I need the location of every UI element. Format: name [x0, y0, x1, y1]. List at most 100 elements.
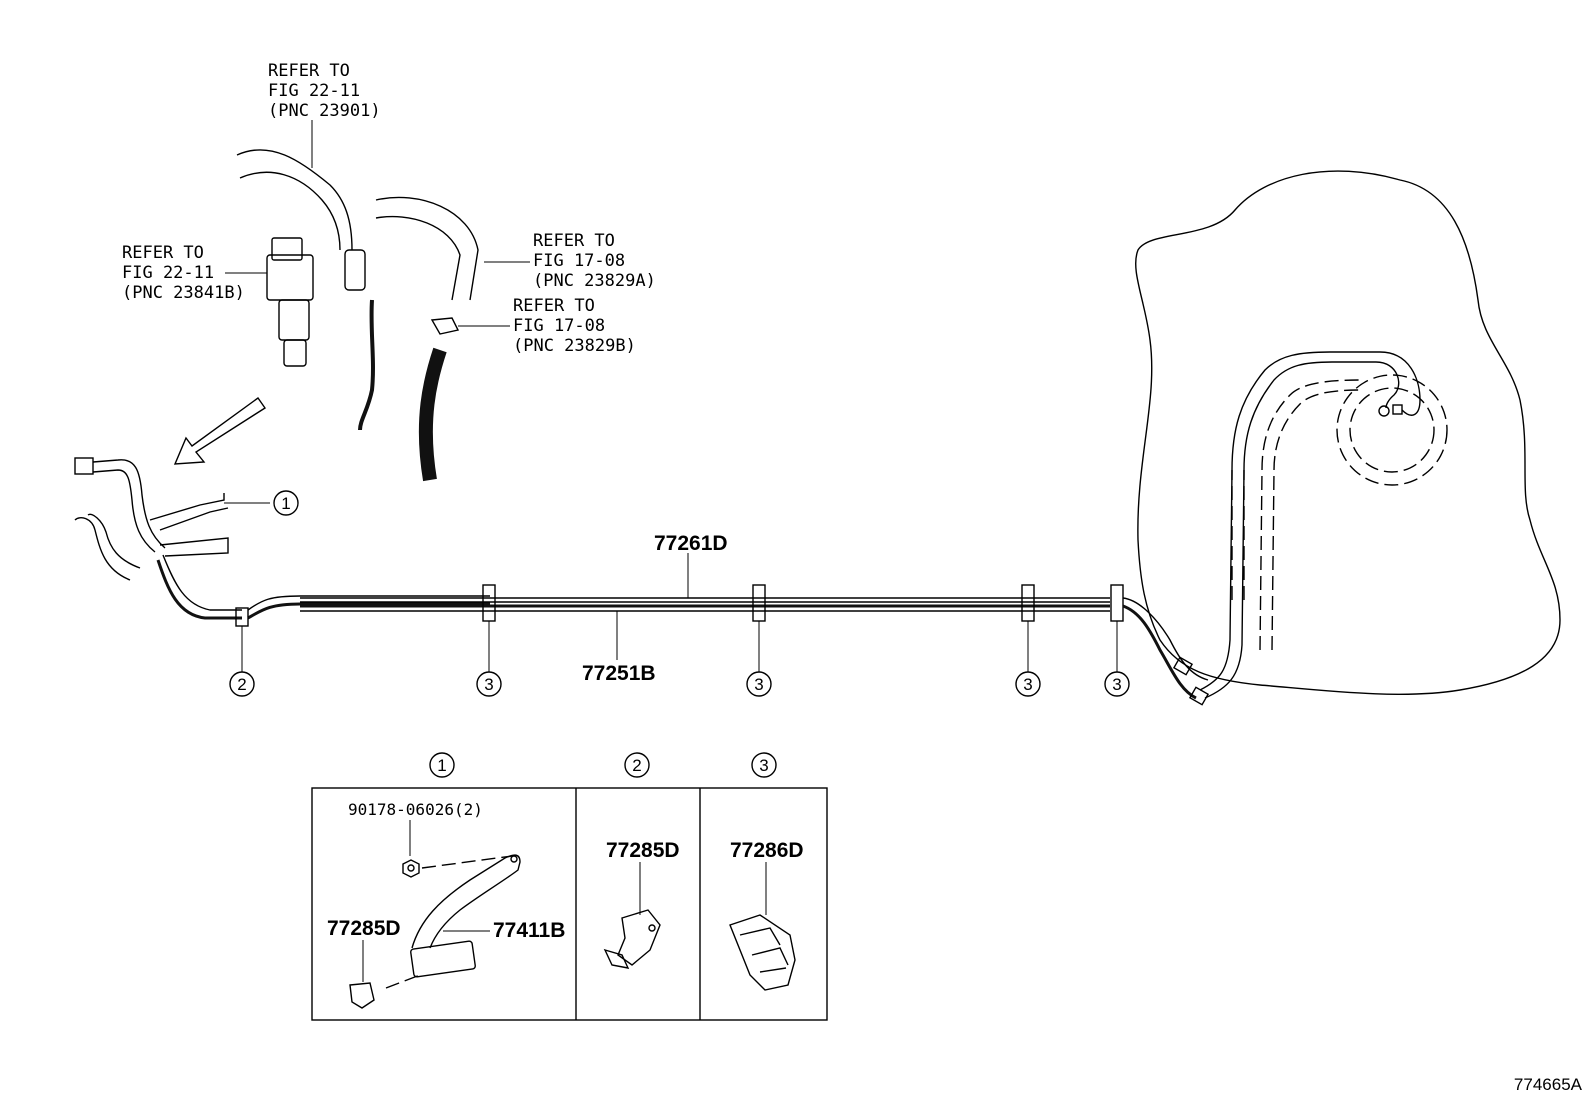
bracket-arm: [411, 854, 521, 949]
ref1-line1: REFER TO: [268, 61, 350, 81]
ref3-line2: FIG 17-08: [533, 251, 625, 271]
callout-1-main: 1: [273, 490, 299, 516]
part-number-77286d: 77286D: [730, 839, 804, 862]
connector-body: [266, 254, 314, 301]
direction-arrow: [173, 397, 266, 465]
tank-line-to-pump-1: [1330, 351, 1421, 416]
tank-connector-2: [1188, 686, 1210, 706]
ref2-line3: (PNC 23841B): [122, 283, 245, 303]
bolt-icon: [402, 859, 420, 878]
detail-panel: 1 2 3 90178-06026(2) 77285D 77411B 7: [311, 752, 828, 1021]
ref4-line3: (PNC 23829B): [513, 336, 636, 356]
fuel-tank: [1122, 170, 1561, 706]
callout-circle: [273, 490, 299, 516]
clamp-3c: [1021, 584, 1035, 622]
upper-hoses: [236, 149, 479, 482]
tank-line-1a: [1199, 351, 1331, 691]
clamp-icon-box2: [603, 909, 661, 969]
callout-circle: [751, 752, 777, 778]
ref-label-pnc-23829a: REFER TO FIG 17-08 (PNC 23829A): [484, 231, 656, 291]
pipe-a-bottom: [92, 469, 156, 553]
callout-number: 3: [1023, 675, 1032, 694]
bolt-center: [407, 864, 415, 872]
pump-fitting-2: [1392, 404, 1403, 415]
clamp-icon-box3: [729, 914, 796, 991]
hose-a-connector: [344, 249, 366, 291]
callout-number: 1: [281, 494, 290, 513]
connector-head: [271, 237, 303, 261]
callout-circle: [429, 752, 455, 778]
ref-label-pnc-23829b: REFER TO FIG 17-08 (PNC 23829B): [458, 296, 636, 356]
clamp-3d: [1110, 584, 1124, 622]
part-number-77285d-box1: 77285D: [327, 917, 401, 940]
detail-callout-2: 2: [624, 752, 650, 778]
bolt-part-number: 90178-06026(2): [348, 800, 483, 819]
clamp2-body: [617, 909, 661, 966]
bracket-hole: [510, 855, 518, 863]
figure-id: 774665A: [1514, 1075, 1583, 1094]
ref3-line3: (PNC 23829A): [533, 271, 656, 291]
clamp3-slot-3: [759, 967, 787, 973]
main-pipe-run: [300, 553, 1124, 672]
bracket-upper-arm: [149, 493, 225, 521]
pump-fitting-1: [1378, 405, 1390, 417]
bolt-dash-line: [421, 855, 513, 869]
hose-a-bottom: [239, 171, 341, 251]
tank-line-2b-hidden: [1271, 389, 1361, 651]
callout-3a-main: 3: [476, 671, 502, 697]
ref-label-pnc-23901: REFER TO FIG 22-11 (PNC 23901): [268, 61, 381, 168]
callout-3d-main: 3: [1104, 671, 1130, 697]
hose-b-top: [375, 196, 479, 301]
ref1-line2: FIG 22-11: [268, 81, 360, 101]
tank-line-1b: [1204, 361, 1333, 699]
detail-callout-1: 1: [429, 752, 455, 778]
clip-ref4: [430, 317, 460, 335]
ref2-line2: FIG 22-11: [122, 263, 214, 283]
detail-frame: [311, 787, 828, 1021]
black-hose-thick: [418, 347, 447, 482]
callout-circle: [476, 671, 502, 697]
callout-number: 3: [759, 756, 768, 775]
connector-lower: [278, 299, 310, 341]
callout-number: 3: [754, 675, 763, 694]
tank-feed-2: [1122, 604, 1197, 700]
pipe-b-top: [74, 517, 131, 581]
callout-3b-main: 3: [746, 671, 772, 697]
callout-number: 3: [484, 675, 493, 694]
tank-feed-1: [1122, 597, 1209, 681]
bolt-hex: [402, 859, 420, 878]
ref2-line1: REFER TO: [122, 243, 204, 263]
clamp-3b: [752, 584, 766, 622]
tank-connector-1: [1172, 656, 1194, 676]
callout-number: 1: [437, 756, 446, 775]
bracket-upper-arm-2: [159, 507, 229, 531]
hose-b-bottom: [375, 215, 461, 301]
connector-ref2: [266, 237, 314, 367]
callout-number: 3: [1112, 675, 1121, 694]
clamp-dash-line: [385, 974, 421, 989]
bracket-icon: [410, 854, 521, 978]
pipe-descend-1: [156, 559, 242, 620]
black-line-thin: [358, 299, 375, 431]
clamp3-slot-2: [751, 947, 789, 966]
bracket-block: [410, 940, 476, 978]
callout-number: 2: [632, 756, 641, 775]
clamp2-hole: [648, 924, 656, 932]
ref4-line2: FIG 17-08: [513, 316, 605, 336]
callout-number: 2: [237, 675, 246, 694]
ref1-line3: (PNC 23901): [268, 101, 381, 121]
callout-circle: [746, 671, 772, 697]
detail-callout-3: 3: [751, 752, 777, 778]
tank-line-to-pump-2: [1332, 361, 1400, 409]
pipe-b-bottom: [87, 513, 141, 569]
callout-2-main: 2: [229, 671, 255, 697]
callout-3c-main: 3: [1015, 671, 1041, 697]
main-pipe-upper-start: [247, 595, 490, 611]
left-pipe-assembly: [74, 457, 490, 672]
part-number-77261d: 77261D: [654, 532, 728, 555]
bracket-lower-plate: [159, 537, 229, 557]
pipe-descend-2: [162, 554, 242, 611]
connector-tip: [283, 339, 307, 367]
ref-label-pnc-23841b: REFER TO FIG 22-11 (PNC 23841B): [122, 243, 267, 303]
